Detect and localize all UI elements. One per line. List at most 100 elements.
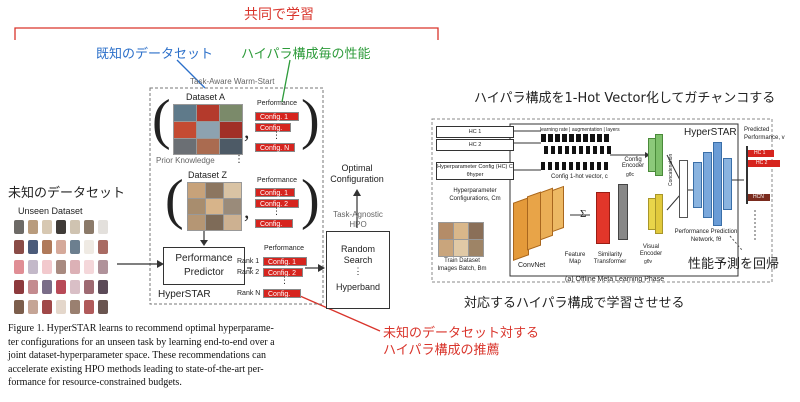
hc-2-box: HC 2 [436,139,514,151]
similarity-transformer [596,192,610,244]
dataset-z-thumbnails [187,182,242,231]
convnet [513,180,571,261]
known-dataset-annotation: 既知のデータセット [96,47,214,62]
onehot-annotation: ハイパラ構成を1-Hot Vector化してガチャンコする [474,91,776,106]
predictor-line1: Performance [175,253,233,264]
optimal-configuration-label: Optimal Configuration [326,163,388,185]
hyperband-label: Hyperband [335,282,381,292]
config-1-a: Config. 1 [255,112,299,121]
train-line2: Images Batch, Bm [437,266,487,272]
agnostic-line1: Task-Agnostic [333,210,383,219]
hyperstar-label-right: HyperSTAR [684,127,737,138]
learn-annotation: 対応するハイパラ構成で学習させせる [464,296,685,311]
config-n-z: Config. N [255,219,293,237]
task-aware-warmstart-label: Task-Aware Warm-Start [190,77,275,86]
ppn-network [693,142,733,226]
task-agnostic-hpo-label: Task-Agnostic HPO [332,210,384,230]
optimal-line1: Optimal [341,163,373,173]
rank-2-config: Config. 2 [263,268,303,277]
prior-knowledge-label: Prior Knowledge [156,156,215,165]
visual-encoder-label: Visual Encoder [639,244,663,257]
hc1-bar: HC 1 [748,150,774,157]
hp-conf-line2: Configurations, Cm [449,196,501,202]
caption-line5: formance for resource-constrained budget… [8,377,182,388]
vdots-datasets: ⋮ [234,154,244,165]
predicted-bars: HC 1 HC 2 HCN [746,146,782,206]
predicted-line2: Performance, v [744,135,785,141]
dataset-z-label: Dataset Z [188,170,228,180]
hcn-bar: HCN [748,194,770,201]
visual-encoder [618,184,663,240]
hc-c-box: Hyperparameter Config (HC) C θhyper [436,162,514,180]
unseen-dataset-label: Unseen Dataset [18,206,83,216]
recommend-line2: ハイパラ構成の推薦 [383,343,500,358]
vdots-a: ⋮ [272,131,281,141]
caption-line2: ter configurations for an unseen task by… [8,336,275,348]
convnet-label: ConvNet [518,262,546,269]
caption-line4: accelerate existing HPO methods leading … [8,363,264,375]
vdots-rank: ⋮ [280,276,289,286]
rank-n-config: Config. N [263,289,301,307]
predicted-line1: Predicted [744,127,770,133]
comma-z: , [244,198,250,223]
recommend-annotation: 未知のデータセット対する ハイパラ構成の推薦 [383,325,539,359]
rank-1-label: Rank 1 [237,258,260,265]
per-hp-performance-annotation: ハイパラ構成毎の性能 [241,47,371,62]
predicted-performance-label: Predicted Performance, v [744,126,785,142]
recommend-line1: 未知のデータセット対する [383,326,540,341]
hp-conf-line1: Hyperparameter [453,188,497,194]
rank-1-config: Config. 1 [263,257,307,266]
predictor-line2: Predictor [183,267,224,278]
optimal-line2: Configuration [330,174,384,184]
hyperstar-label-left: HyperSTAR [158,289,211,300]
similarity-transformer-label: Similarity Transformer [593,252,627,265]
performance-predictor-box: Performance Predictor [163,247,245,285]
caption-line1: Figure 1. HyperSTAR learns to recommend … [8,323,274,334]
agnostic-line2: HPO [349,220,367,229]
dataset-a-label: Dataset A [186,92,226,102]
concatenation-bar [679,160,688,218]
config-encoder-label: Config Encoder [621,157,645,169]
config-2-z: Config. 2 [255,199,299,208]
random-line1: Random [340,244,376,254]
config-2-a: Config. 2 [255,123,291,141]
vdots-z: ⋮ [272,207,281,217]
right-paren-z: ) [301,169,320,231]
left-paren-z: ( [165,169,184,231]
feature-map-sum: Σ [580,208,587,220]
ppn-line2: Network, fθ [690,237,722,243]
hpo-box: Random Search ⋮ Hyperband [326,231,390,309]
performance-label-rank: Performance [264,245,305,252]
ppn-label: Performance Prediction Network, fθ [668,228,744,244]
hp-configurations-label: Hyperparameter Configurations, Cm [444,187,506,203]
train-images [438,222,484,257]
right-paren-a: ) [301,89,320,151]
onehot-header: learning rate | augmentation | layers [540,127,620,133]
top-annotation: 共同で学習 [244,7,314,23]
config-n-a: Config. N [255,143,295,152]
random-line2: Search [343,255,373,265]
figure-caption: Figure 1. HyperSTAR learns to recommend … [8,322,392,390]
config-1-z: Config. 1 [255,188,295,197]
train-line1: Train Dataset [444,258,480,264]
hc-1-box: HC 1 [436,126,514,138]
concatenation-label: Concatenation [668,153,674,186]
regress-annotation: 性能予測を回帰 [688,257,780,272]
performance-label-a: Performance [257,100,298,107]
offline-phase-label: (a) Offline Meta Learning Phase [565,276,665,283]
comma-a: , [244,118,250,143]
left-paren-a: ( [152,89,171,151]
config-encoder [648,132,666,176]
train-dataset-label: Train Dataset Images Batch, Bm [436,257,488,273]
hc-c-label: Hyperparameter Config (HC) C [437,164,513,170]
vdots-hpo: ⋮ [353,266,363,276]
ppn-line1: Performance Prediction [674,229,738,235]
g-theta-c: gθc [626,172,635,178]
g-theta-v: gθv [644,259,653,265]
hc2-bar: HC 2 [748,160,780,167]
unseen-dataset-thumbnails [14,220,114,318]
unknown-dataset-annotation: 未知のデータセット [8,186,126,201]
dataset-a-thumbnails [173,104,243,155]
